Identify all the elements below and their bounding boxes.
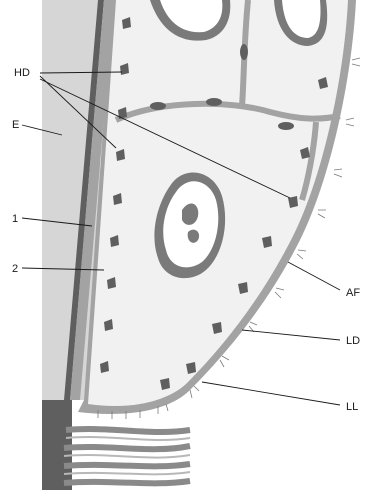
label-e: E — [12, 119, 19, 131]
label-ll: LL — [346, 401, 358, 413]
label-af: AF — [346, 287, 360, 299]
collagen-fibres — [64, 429, 190, 483]
label-1: 1 — [12, 213, 18, 225]
label-2: 2 — [12, 263, 18, 275]
label-hd: HD — [14, 67, 30, 79]
label-ld: LD — [346, 335, 360, 347]
